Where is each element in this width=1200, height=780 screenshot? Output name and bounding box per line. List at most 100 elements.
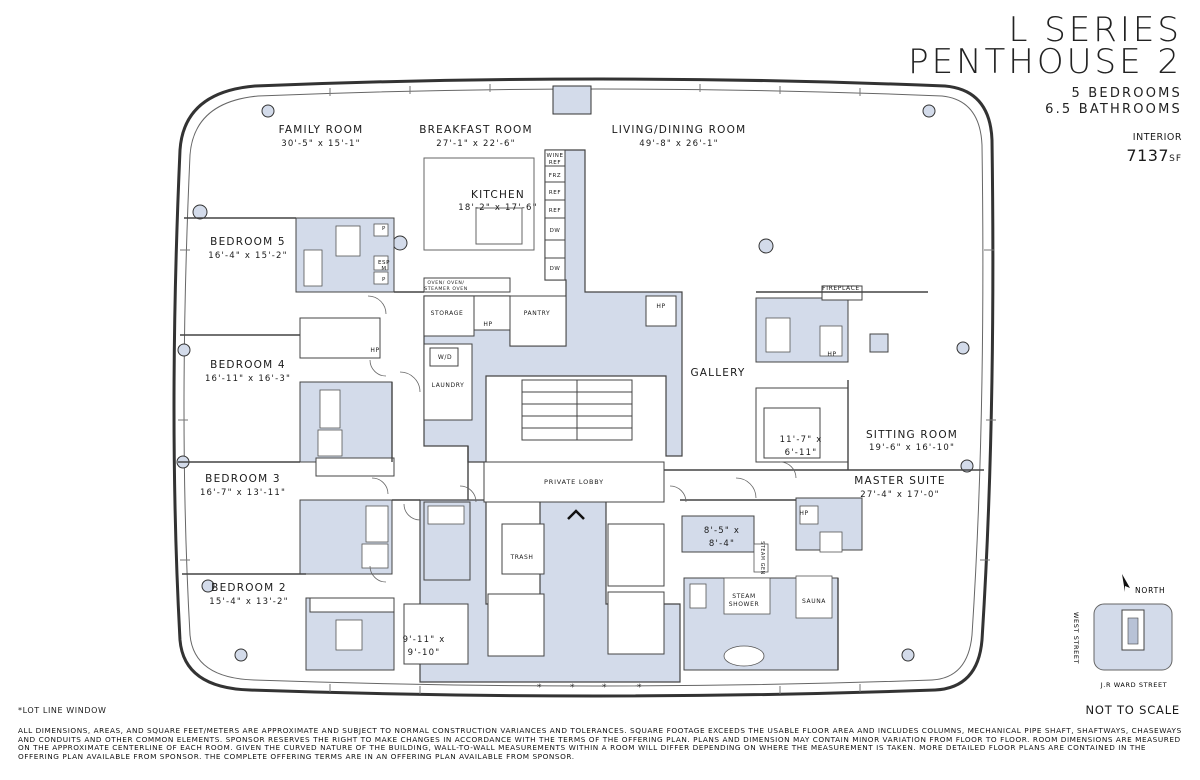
storage-laundry: [423, 277, 567, 421]
label-pantry: PANTRY: [524, 310, 551, 317]
interior-unit: SF: [1169, 154, 1182, 164]
label-wd: W/D: [438, 354, 452, 361]
fixture-labels: STORAGE PANTRY LAUNDRY W/D TRASH FIREPLA…: [370, 153, 860, 608]
label-west-street: WEST STREET: [1072, 612, 1080, 664]
door-swings: [367, 295, 797, 583]
label-hp-3: HP: [656, 303, 665, 310]
columns: [176, 104, 974, 662]
dim-kitchen: 18'-2" x 17'-6": [458, 203, 538, 213]
dim-bedroom5: 16'-4" x 15'-2": [208, 251, 288, 261]
series-title: L SERIES: [1008, 10, 1182, 50]
gallery-hp: [645, 295, 677, 327]
label-kitchen: KITCHEN: [471, 189, 525, 201]
interior-area: 7137SF: [1126, 146, 1182, 165]
master-closets: [755, 285, 863, 463]
label-dw-2: DW: [550, 266, 561, 272]
label-storage: STORAGE: [431, 310, 464, 317]
entry-arrow-icon: [567, 509, 585, 520]
label-oven-1: OVEN/ OVEN/: [427, 280, 464, 286]
label-esp: ESP: [378, 260, 390, 266]
closet-c-dim1: 9'-11" x: [403, 635, 446, 645]
label-family-room: FAMILY ROOM: [279, 124, 364, 136]
legal-disclaimer: All dimensions, areas, and square feet/m…: [18, 726, 1182, 762]
lot-line-stars: * * * *: [537, 683, 642, 693]
label-fireplace: FIREPLACE: [822, 285, 860, 292]
label-hp-2: HP: [370, 347, 379, 354]
dim-living-dining: 49'-8" x 26'-1": [639, 139, 719, 149]
elevators: [487, 523, 665, 657]
label-frz: FRZ: [549, 173, 562, 179]
interior-value: 7137: [1126, 146, 1170, 165]
bedroom-count: 5 BEDROOMS: [1071, 86, 1182, 101]
svg-text:*: *: [570, 683, 575, 693]
label-p-2: P: [382, 277, 386, 283]
dim-family-room: 30'-5" x 15'-1": [281, 139, 361, 149]
closet-b-dim1: 8'-5" x: [704, 526, 740, 536]
room-labels: FAMILY ROOM 30'-5" x 15'-1" BREAKFAST RO…: [200, 124, 958, 658]
label-ref-2: REF: [549, 208, 561, 214]
sitting-column: [869, 333, 889, 353]
label-sitting-room: SITTING ROOM: [866, 429, 958, 441]
label-jr-ward-street: J.R WARD STREET: [1100, 681, 1167, 689]
interior-label: INTERIOR: [1132, 132, 1182, 143]
dim-master-suite: 27'-4" x 17'-0": [860, 490, 940, 500]
closet-a-dim2: 6'-11": [785, 448, 818, 458]
window-mullions: [178, 84, 996, 694]
label-gallery: GALLERY: [690, 367, 745, 379]
bathroom-count: 6.5 BATHROOMS: [1045, 102, 1182, 117]
dim-bedroom2: 15'-4" x 13'-2": [209, 597, 289, 607]
site-key-highlight: [1127, 617, 1139, 645]
label-private-lobby: PRIVATE LOBBY: [544, 478, 604, 486]
label-wine-2: REF: [549, 160, 561, 166]
bedroom-bath-summary: 5 BEDROOMS 6.5 BATHROOMS: [1045, 86, 1182, 118]
building-outline: [172, 77, 995, 698]
label-hp-4: HP: [827, 351, 836, 358]
dim-breakfast-room: 27'-1" x 22'-6": [436, 139, 516, 149]
label-bedroom5: BEDROOM 5: [210, 236, 286, 248]
dim-bedroom3: 16'-7" x 13'-11": [200, 488, 286, 498]
label-steam-gen: STEAM GEN: [759, 541, 765, 575]
label-master-suite: MASTER SUITE: [854, 475, 945, 487]
unit-title: PENTHOUSE 2: [908, 42, 1182, 82]
label-sauna: SAUNA: [802, 598, 826, 605]
label-steam-1: STEAM: [732, 593, 756, 600]
svg-text:*: *: [537, 683, 542, 693]
lot-line-note: *LOT LINE WINDOW: [18, 706, 107, 715]
bath-fixtures-left: [303, 223, 465, 651]
label-living-dining: LIVING/DINING ROOM: [612, 124, 747, 136]
dim-sitting-room: 19'-6" x 16'-10": [869, 443, 955, 453]
label-steam-2: SHOWER: [729, 601, 760, 608]
label-bedroom4: BEDROOM 4: [210, 359, 286, 371]
stairs: [521, 379, 633, 441]
kitchen-appliances: [544, 149, 566, 281]
north-arrow-icon: [1122, 574, 1130, 592]
label-oven-2: STEAMER OVEN: [424, 286, 468, 292]
label-wine-1: WINE: [546, 153, 563, 159]
building-inner-outline: [183, 88, 984, 687]
label-dw-1: DW: [550, 228, 561, 234]
closet-a-dim1: 11'-7" x: [780, 435, 823, 445]
closets-left: [299, 317, 469, 665]
plan-title: L SERIES PENTHOUSE 2: [908, 10, 1182, 82]
interior-walls: [178, 217, 984, 670]
label-hp-1: HP: [483, 321, 492, 328]
label-trash: TRASH: [509, 554, 533, 561]
private-lobby: [483, 461, 665, 503]
top-column: [552, 85, 592, 115]
not-to-scale: NOT TO SCALE: [1085, 703, 1180, 717]
label-m: M: [381, 266, 386, 272]
svg-text:*: *: [637, 683, 642, 693]
label-breakfast-room: BREAKFAST ROOM: [419, 124, 533, 136]
dim-bedroom4: 16'-11" x 16'-3": [205, 374, 291, 384]
closet-c-dim2: 9'-10": [408, 648, 441, 658]
label-laundry: LAUNDRY: [432, 382, 465, 389]
label-bedroom2: BEDROOM 2: [211, 582, 287, 594]
label-north: NORTH: [1135, 586, 1165, 595]
master-fixtures: [689, 317, 843, 667]
label-p-1: P: [382, 226, 386, 232]
label-bedroom3: BEDROOM 3: [205, 473, 281, 485]
kitchen-sink: [475, 207, 523, 245]
svg-text:*: *: [602, 683, 607, 693]
label-hp-5: HP: [799, 510, 808, 517]
